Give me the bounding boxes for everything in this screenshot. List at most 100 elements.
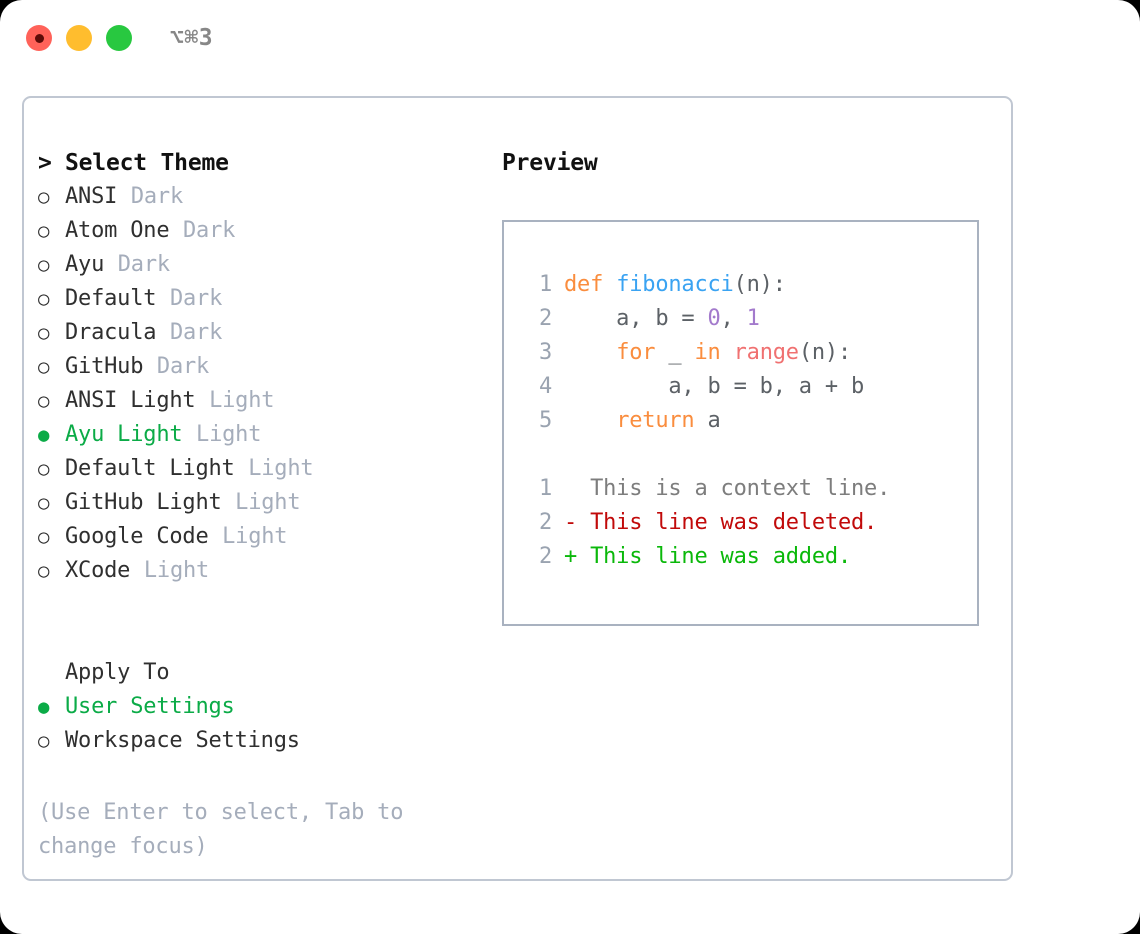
- theme-kind-label: Dark: [156, 354, 210, 379]
- radio-unselected-icon: ○: [38, 220, 50, 242]
- radio-unselected-icon: ○: [38, 288, 50, 310]
- code-token-pl: ,: [720, 306, 747, 331]
- code-token-pl: (n):: [733, 272, 786, 297]
- theme-kind-label: Light: [196, 422, 262, 447]
- theme-name: Atom One: [65, 218, 170, 243]
- theme-name: Default: [65, 286, 157, 311]
- code-token-pl: [564, 408, 616, 433]
- radio-unselected-icon: ○: [38, 458, 50, 480]
- theme-list-item[interactable]: ○ Ayu Dark: [38, 252, 488, 286]
- code-line-number: 1: [538, 272, 552, 297]
- code-line-text: a, b = b, a + b: [564, 374, 864, 399]
- theme-kind-label: Light: [209, 388, 275, 413]
- keyboard-shortcut-label: ⌥⌘3: [170, 25, 214, 51]
- theme-kind-label: Dark: [130, 184, 183, 209]
- code-line-number: 2: [538, 306, 552, 331]
- code-token-kw: def: [564, 272, 617, 297]
- apply-to-option[interactable]: ○Workspace Settings: [38, 728, 488, 762]
- theme-kind-label: Dark: [169, 320, 223, 345]
- code-line: 4 a, b = b, a + b: [522, 374, 977, 408]
- theme-list-item[interactable]: ● Ayu Light Light: [38, 422, 488, 456]
- code-line-text: for _ in range(n):: [564, 340, 851, 365]
- apply-to-option[interactable]: ● User Settings: [38, 694, 488, 728]
- theme-name: ANSI: [65, 184, 118, 209]
- theme-list-item[interactable]: ○ Default Dark: [38, 286, 488, 320]
- code-token-pl: _: [655, 340, 695, 365]
- caret-icon: >: [38, 150, 52, 176]
- code-token-pl: [721, 340, 734, 365]
- radio-unselected-icon: ○: [38, 356, 50, 378]
- keyboard-hint: (Use Enter to select, Tab to change focu…: [38, 800, 404, 859]
- code-token-pl: [564, 340, 616, 365]
- theme-name: Google Code: [65, 524, 209, 549]
- theme-kind-label: Dark: [117, 252, 170, 277]
- code-line: 1 def fibonacci(n):: [522, 272, 977, 306]
- radio-unselected-icon: ○: [38, 492, 50, 514]
- radio-unselected-icon: ○: [38, 390, 50, 412]
- title-bar: ⌥⌘3: [0, 0, 1140, 76]
- code-line-number: 5: [538, 408, 552, 433]
- diff-line-context: 1 This is a context line.: [522, 476, 977, 510]
- apply-to-option-label: User Settings: [65, 694, 235, 719]
- theme-kind-label: Light: [248, 456, 314, 481]
- theme-name: Dracula: [65, 320, 157, 345]
- diff-line-text: - This line was deleted.: [564, 510, 878, 535]
- radio-unselected-icon: ○: [38, 526, 50, 548]
- diff-line-number: 2: [538, 510, 552, 535]
- minimize-button[interactable]: [66, 25, 92, 51]
- code-token-kw: for: [616, 340, 656, 365]
- theme-kind-label: Light: [235, 490, 301, 515]
- close-button[interactable]: [26, 25, 52, 51]
- theme-kind-label: Light: [222, 524, 288, 549]
- theme-list-item[interactable]: ○ ANSI Dark: [38, 184, 488, 218]
- code-token-num: 0: [707, 306, 721, 331]
- recording-dot-icon: [34, 33, 44, 43]
- code-token-pl: a, b =: [564, 306, 708, 331]
- theme-kind-label: Dark: [169, 286, 223, 311]
- diff-line-number: 2: [538, 544, 552, 569]
- window-controls: [26, 25, 132, 51]
- select-theme-header: > Select Theme: [38, 150, 488, 184]
- diff-line-text: This is a context line.: [564, 476, 891, 501]
- radio-unselected-icon: ○: [38, 186, 50, 208]
- theme-list-item[interactable]: ○ Dracula Dark: [38, 320, 488, 354]
- apply-to-list: ● User Settings ○Workspace Settings: [38, 694, 488, 762]
- theme-name: Ayu Light: [65, 422, 183, 447]
- theme-kind-label: Dark: [183, 218, 236, 243]
- theme-kind-label: Light: [143, 558, 210, 583]
- apply-to-label: Apply To: [65, 660, 170, 685]
- code-token-pl: a: [694, 408, 721, 433]
- code-token-kw: in: [694, 340, 721, 365]
- select-theme-label: Select Theme: [65, 150, 229, 176]
- radio-unselected-icon: ○: [38, 322, 50, 344]
- code-token-fn: fibonacci: [616, 272, 734, 297]
- diff-line-text: + This line was added.: [564, 544, 851, 569]
- radio-unselected-icon: ○: [38, 254, 50, 276]
- code-line: 3 for _ in range(n):: [522, 340, 977, 374]
- radio-selected-icon: ●: [38, 424, 50, 446]
- maximize-button[interactable]: [106, 25, 132, 51]
- apply-to-header: Apply To: [38, 660, 488, 694]
- code-line-number: 3: [538, 340, 552, 365]
- radio-selected-icon: ●: [38, 696, 50, 718]
- code-token-bi: range: [733, 340, 799, 365]
- theme-list-item[interactable]: ○ Atom One Dark: [38, 218, 488, 252]
- theme-name: Ayu: [65, 252, 105, 277]
- code-line: 2 a, b = 0, 1: [522, 306, 977, 340]
- diff-sample: 1 This is a context line.2- This line wa…: [522, 476, 977, 578]
- preview-title: Preview: [502, 150, 598, 176]
- theme-list-item[interactable]: ○ Google Code Light: [38, 524, 488, 558]
- code-line-text: def fibonacci(n):: [564, 272, 786, 297]
- apply-to-option-label: Workspace Settings: [65, 728, 300, 753]
- code-token-kw: return: [616, 408, 695, 433]
